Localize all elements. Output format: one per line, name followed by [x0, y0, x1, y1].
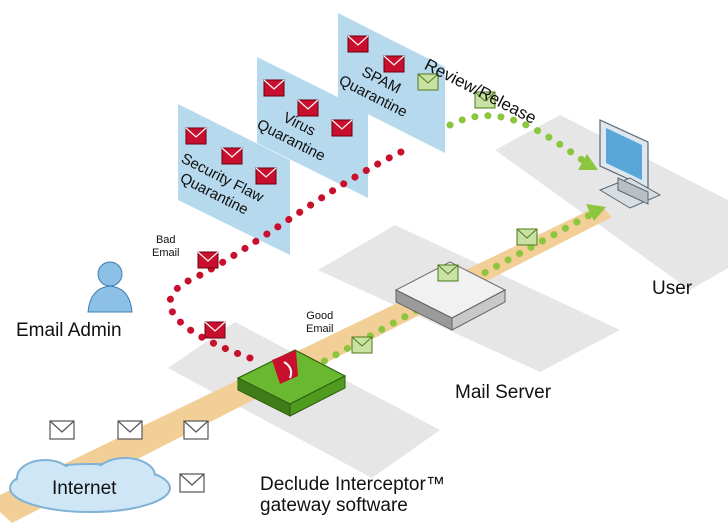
- mail-server-label: Mail Server: [455, 382, 552, 403]
- gateway-appliance-icon: [236, 349, 347, 417]
- envelope-icon: [117, 420, 143, 440]
- internet-label: Internet: [52, 478, 117, 499]
- envelope-icon: [516, 228, 538, 246]
- envelope-icon: [255, 167, 277, 185]
- email-admin-label: Email Admin: [16, 320, 122, 341]
- envelope-icon: [437, 264, 459, 282]
- envelope-icon: [204, 321, 226, 339]
- admin-person-icon: [87, 261, 133, 313]
- mail-server-icon: [394, 261, 507, 331]
- review-release-path: [446, 112, 589, 166]
- envelope-icon: [297, 99, 319, 117]
- good-email-label: Good Email: [306, 310, 334, 335]
- envelope-icon: [183, 420, 209, 440]
- envelope-icon: [383, 55, 405, 73]
- envelope-icon: [263, 79, 285, 97]
- bad-email-label: Bad Email: [152, 234, 180, 259]
- envelope-icon: [49, 420, 75, 440]
- virus-quarantine-panel: [257, 57, 368, 198]
- envelope-icon: [185, 127, 207, 145]
- envelope-icon: [351, 336, 373, 354]
- good-arrow-head: [586, 204, 606, 221]
- envelope-icon: [179, 473, 205, 493]
- envelope-icon: [347, 35, 369, 53]
- user-label: User: [652, 278, 693, 299]
- interceptor-label: Declude Interceptor™ gateway software: [260, 474, 445, 516]
- envelope-icon: [221, 147, 243, 165]
- user-computer-icon: [598, 119, 662, 209]
- release-arrow-head: [578, 154, 598, 170]
- good-email-path: [286, 208, 599, 384]
- bad-email-path: [166, 144, 414, 362]
- cloud-icon: [9, 457, 171, 513]
- envelope-icon: [197, 251, 219, 269]
- user-platform: [495, 115, 728, 290]
